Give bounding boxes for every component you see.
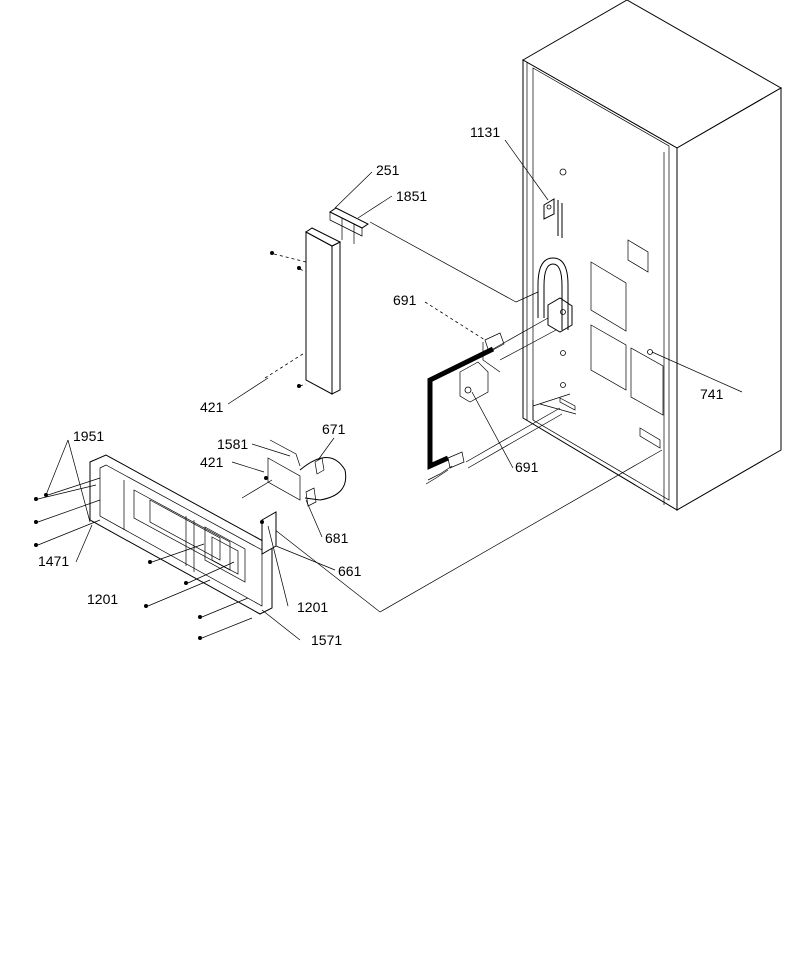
callout-1201-right: 1201 <box>297 599 328 615</box>
callout-661: 661 <box>338 563 362 579</box>
leader-1851-cabinet <box>369 221 539 303</box>
callout-1571: 1571 <box>311 632 342 648</box>
callout-1471: 1471 <box>38 553 69 569</box>
callout-1851: 1851 <box>396 188 427 204</box>
callout-251: 251 <box>376 162 400 178</box>
callout-labels: 1131 251 1851 691 741 421 671 1581 421 6… <box>38 124 724 648</box>
callout-1201-left: 1201 <box>87 591 118 607</box>
callout-421-upper: 421 <box>200 399 224 415</box>
callout-421-lower: 421 <box>200 454 224 470</box>
callout-691-lower: 691 <box>515 459 539 475</box>
wire-harness <box>425 317 563 485</box>
leader-bottom-cabinet <box>264 449 663 613</box>
callout-1581: 1581 <box>217 436 248 452</box>
cabinet <box>521 0 783 511</box>
callout-741: 741 <box>700 386 724 402</box>
callout-leaders <box>45 139 743 641</box>
callout-1131: 1131 <box>470 124 500 140</box>
callout-671: 671 <box>322 421 346 437</box>
duct-panel <box>264 207 369 395</box>
callout-681: 681 <box>325 530 349 546</box>
callout-1951: 1951 <box>73 428 104 444</box>
callout-691-upper: 691 <box>393 292 417 308</box>
